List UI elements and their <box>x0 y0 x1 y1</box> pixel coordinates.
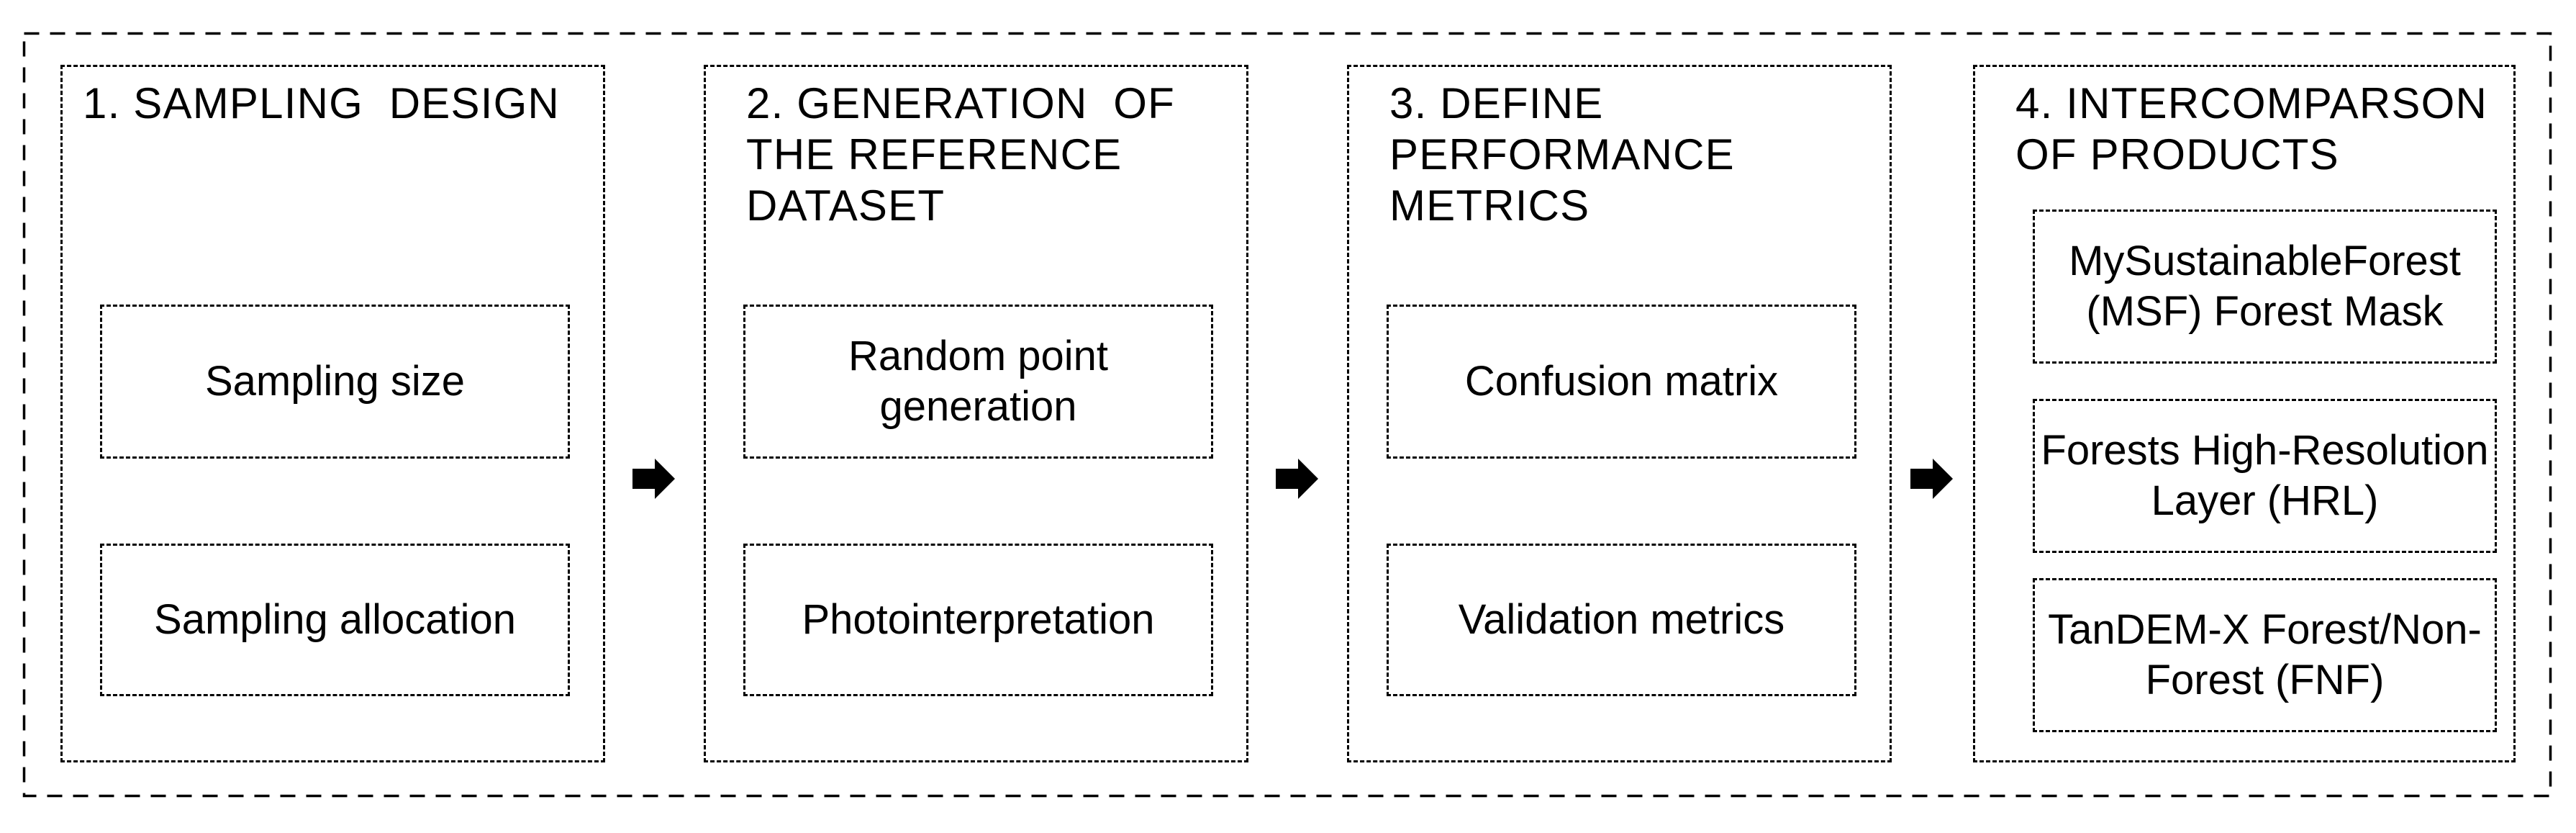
sub-box-forests-hrl: Forests High-Resolution Layer (HRL) <box>2033 399 2497 553</box>
sub-box-label: Validation metrics <box>1458 596 1785 643</box>
sub-box-label: Sampling size <box>204 358 466 405</box>
sub-box-label: TanDEM-X Forest/Non- Forest (FNF) <box>2048 606 2482 703</box>
sub-box-label: Confusion matrix <box>1464 358 1779 405</box>
step-title: 1. SAMPLING DESIGN <box>83 79 560 127</box>
sub-box-label: Sampling allocation <box>154 596 516 643</box>
sub-box-validation-metrics: Validation metrics <box>1387 544 1856 696</box>
step-title: 2. GENERATION OF THE REFERENCE DATASET <box>746 79 1176 230</box>
sub-box-random-point-generation: Random point generation <box>743 305 1213 459</box>
step-title: 3. DEFINE PERFORMANCE METRICS <box>1389 79 1735 230</box>
arrow-right-icon <box>1910 458 1954 500</box>
sub-box-label: Forests High-Resolution Layer (HRL) <box>2041 427 2489 524</box>
step-box-sampling-design: 1. SAMPLING DESIGN Sampling size Samplin… <box>60 65 605 762</box>
arrow-right-icon <box>632 458 676 500</box>
step-box-intercomparison-of-products: 4. INTERCOMPARSON OF PRODUCTS MySustaina… <box>1973 65 2516 762</box>
step-title: 4. INTERCOMPARSON OF PRODUCTS <box>2015 79 2488 179</box>
sub-box-label: MySustainableForest (MSF) Forest Mask <box>2069 238 2461 335</box>
sub-box-label: Photointerpretation <box>802 596 1155 643</box>
sub-box-sampling-allocation: Sampling allocation <box>100 544 570 696</box>
sub-box-msf-forest-mask: MySustainableForest (MSF) Forest Mask <box>2033 210 2497 364</box>
sub-box-tandem-x-fnf: TanDEM-X Forest/Non- Forest (FNF) <box>2033 578 2497 732</box>
sub-box-confusion-matrix: Confusion matrix <box>1387 305 1856 459</box>
step-box-reference-dataset: 2. GENERATION OF THE REFERENCE DATASET R… <box>704 65 1248 762</box>
sub-box-label: Random point generation <box>848 333 1109 430</box>
step-box-performance-metrics: 3. DEFINE PERFORMANCE METRICS Confusion … <box>1347 65 1892 762</box>
arrow-right-icon <box>1276 458 1319 500</box>
sub-box-photointerpretation: Photointerpretation <box>743 544 1213 696</box>
sub-box-sampling-size: Sampling size <box>100 305 570 459</box>
